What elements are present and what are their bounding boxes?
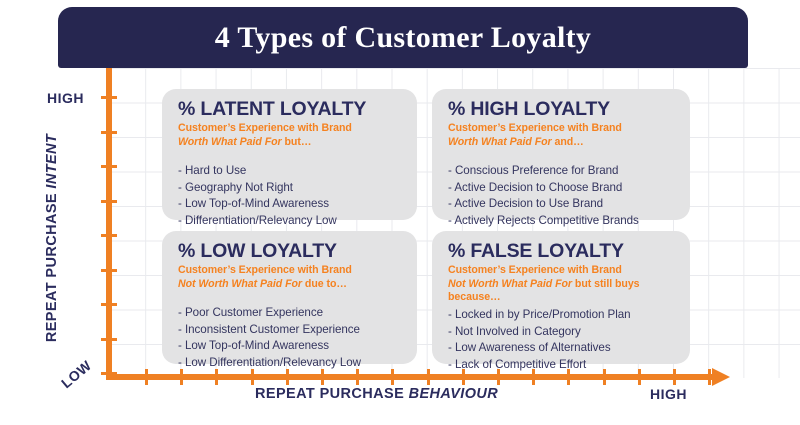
x-axis-tick: [215, 369, 219, 385]
y-axis-tick: [101, 165, 117, 168]
quadrant-bullet-item: - Inconsistent Customer Experience: [178, 322, 360, 336]
quadrant-bullet-item: - Differentiation/Relevancy Low: [178, 213, 337, 227]
x-axis-tick: [673, 369, 676, 385]
y-axis-line: [106, 52, 112, 380]
x-axis-tick: [708, 369, 712, 385]
quadrant-subtitle-tail: and…: [551, 135, 584, 148]
x-axis-tick: [145, 369, 148, 385]
x-axis-tick: [637, 369, 641, 385]
y-axis-title: REPEAT PURCHASE INTENT: [44, 128, 60, 348]
y-axis-tick: [101, 268, 117, 272]
quadrant-card-low: % LOW LOYALTY Customer’s Experience with…: [162, 231, 417, 369]
quadrant-bullet-list: - Locked in by Price/Promotion Plan - Not…: [448, 307, 676, 373]
y-axis-high-label: HIGH: [47, 90, 84, 106]
quadrant-bullet-item: - Active Decision to Choose Brand: [448, 180, 623, 194]
quadrant-bullet-item: - Low Top-of-Mind Awareness: [178, 197, 329, 211]
quadrant-subtitle-line3: because…: [448, 290, 501, 303]
x-axis-tick: [285, 369, 289, 385]
quadrant-subtitle-tail: but still buys: [572, 277, 640, 290]
quadrant-bullet-item: - Lack of Competitive Effort: [448, 357, 587, 371]
x-axis-title-emphasis: BEHAVIOUR: [408, 386, 499, 402]
quadrant-bullet-item: - Low Top-of-Mind Awareness: [178, 339, 329, 353]
quadrant-subtitle-emphasis: Not Worth What Paid For: [448, 277, 572, 290]
quadrant-subtitle-line1: Customer’s Experience with Brand: [178, 122, 352, 135]
x-axis-title: REPEAT PURCHASE BEHAVIOUR: [255, 386, 498, 402]
quadrant-card-latent: % LATENT LOYALTY Customer’s Experience w…: [162, 89, 417, 227]
x-axis-tick: [532, 369, 536, 385]
quadrant-subtitle-line1: Customer’s Experience with Brand: [178, 264, 352, 277]
quadrant-title: % HIGH LOYALTY: [448, 98, 610, 120]
x-axis-tick: [250, 369, 254, 385]
quadrant-bullet-list: - Conscious Preference for Brand - Active…: [448, 163, 676, 229]
quadrant-title: % LATENT LOYALTY: [178, 98, 367, 120]
quadrant-subtitle-line1: Customer’s Experience with Brand: [448, 264, 622, 277]
quadrant-bullet-item: - Poor Customer Experience: [178, 305, 323, 319]
y-axis-tick: [101, 130, 117, 134]
quadrant-card-high: % HIGH LOYALTY Customer’s Experience wit…: [432, 89, 690, 227]
x-axis-tick: [426, 369, 430, 385]
x-axis-tick: [180, 369, 184, 385]
quadrant-subtitle: Customer’s Experience with Brand Worth W…: [448, 122, 676, 148]
quadrant-bullet-item: - Active Decision to Use Brand: [448, 197, 604, 211]
quadrant-subtitle-tail: due to…: [302, 277, 347, 290]
x-axis-tick: [497, 369, 500, 385]
quadrant-subtitle-emphasis: Not Worth What Paid For: [178, 277, 302, 290]
quadrant-subtitle-emphasis: Worth What Paid For: [448, 135, 552, 148]
quadrant-bullet-list: - Hard to Use - Geography Not Right - Low …: [178, 163, 403, 229]
x-axis-arrow-icon: [712, 368, 730, 386]
page-title: 4 Types of Customer Loyalty: [214, 20, 592, 54]
x-axis-tick: [602, 369, 606, 385]
y-axis-title-emphasis: INTENT: [44, 133, 60, 189]
quadrant-subtitle-emphasis: Worth What Paid For: [178, 135, 282, 148]
x-axis-tick: [461, 369, 465, 385]
quadrant-title: % FALSE LOYALTY: [448, 240, 624, 262]
y-axis-low-label: LOW: [58, 357, 95, 392]
x-axis-high-label: HIGH: [650, 386, 687, 402]
quadrant-title: % LOW LOYALTY: [178, 240, 337, 262]
x-axis-tick: [391, 369, 395, 385]
title-banner: 4 Types of Customer Loyalty: [58, 7, 748, 68]
y-axis-title-main: REPEAT PURCHASE: [44, 188, 60, 343]
quadrant-subtitle: Customer’s Experience with Brand Not Wor…: [178, 264, 403, 290]
quadrant-bullet-item: - Geography Not Right: [178, 180, 293, 194]
quadrant-subtitle-tail: but…: [281, 135, 312, 148]
y-axis-tick: [101, 234, 117, 237]
quadrant-bullet-item: - Low Awareness of Alternatives: [448, 341, 611, 355]
quadrant-bullet-item: - Conscious Preference for Brand: [448, 163, 619, 177]
quadrant-bullet-item: - Locked in by Price/Promotion Plan: [448, 308, 631, 322]
x-axis-title-main: REPEAT PURCHASE: [255, 386, 409, 402]
quadrant-bullet-item: - Not Involved in Category: [448, 324, 581, 338]
y-axis-tick: [101, 303, 117, 306]
quadrant-subtitle: Customer’s Experience with Brand Not Wor…: [448, 264, 676, 304]
quadrant-card-false: % FALSE LOYALTY Customer’s Experience wi…: [432, 231, 690, 371]
x-axis-tick: [356, 369, 360, 385]
quadrant-subtitle-line1: Customer’s Experience with Brand: [448, 122, 622, 135]
y-axis-tick: [101, 372, 117, 375]
quadrant-bullet-item: - Hard to Use: [178, 163, 247, 177]
x-axis-tick: [567, 369, 571, 385]
quadrant-bullet-item: - Low Differentiation/Relevancy Low: [178, 355, 361, 369]
quadrant-subtitle: Customer’s Experience with Brand Worth W…: [178, 122, 403, 148]
y-axis-tick: [101, 96, 117, 99]
quadrant-bullet-item: - Actively Rejects Competitive Brands: [448, 213, 639, 227]
y-axis-tick: [101, 199, 117, 203]
y-axis-tick: [101, 337, 117, 341]
x-axis-line: [106, 374, 715, 380]
quadrant-bullet-list: - Poor Customer Experience - Inconsistent…: [178, 305, 403, 371]
x-axis-tick: [321, 369, 324, 385]
